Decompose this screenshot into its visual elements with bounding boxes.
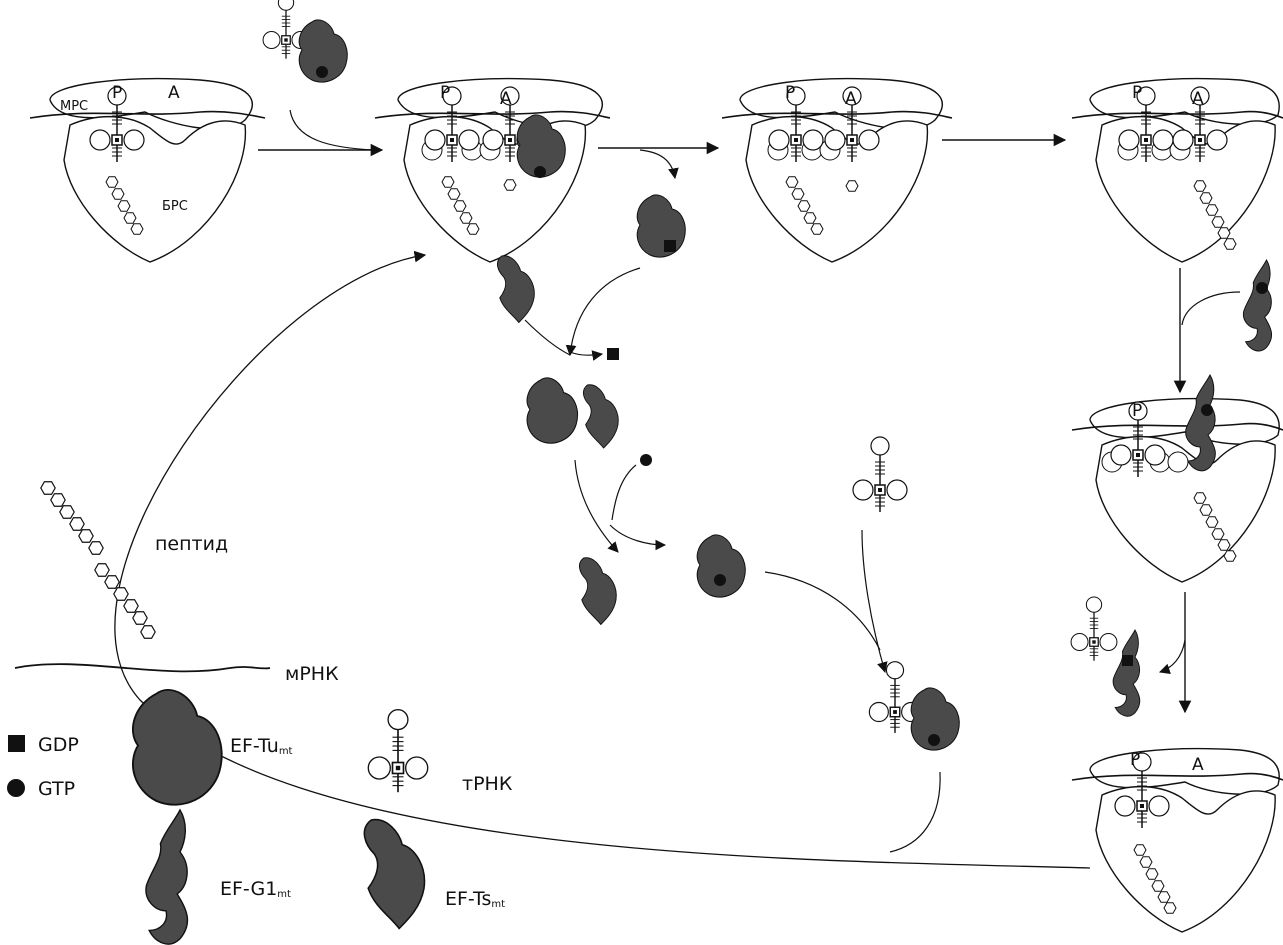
legend-ef-ts-label: EF-Tsmt xyxy=(445,888,505,910)
ribosome-ef-g-bound: P xyxy=(1072,375,1283,582)
gtp-dot xyxy=(316,66,328,78)
label-small-subunit: БРС xyxy=(162,199,188,214)
legend-gtp-dot xyxy=(7,779,25,797)
legend-gdp-label: GDP xyxy=(38,734,79,756)
legend-ef-g1-shape xyxy=(146,810,188,944)
ternary-complex-top xyxy=(263,0,347,82)
label-a-site-6: A xyxy=(1192,755,1204,775)
trna-free xyxy=(853,437,907,512)
label-p-site: P xyxy=(112,83,122,103)
label-p-site-3: P xyxy=(785,83,795,103)
legend-gtp-label: GTP xyxy=(38,778,75,800)
label-p-site-4: P xyxy=(1132,83,1142,103)
ribosome-accommodated: P A xyxy=(722,79,952,262)
gdp-released xyxy=(607,348,619,360)
label-a-site-3: A xyxy=(845,89,857,109)
ef-tu-gdp xyxy=(637,195,685,257)
label-p-site-6: P xyxy=(1130,750,1140,770)
legend-peptide: пептид xyxy=(41,482,228,638)
cycle-return-arrow xyxy=(115,255,1090,868)
label-p-site-2: P xyxy=(440,83,450,103)
label-a-site-2: A xyxy=(500,89,512,109)
ef-ts-free xyxy=(497,256,534,323)
label-a-site-4: A xyxy=(1192,89,1204,109)
ef-tu-ts-complex xyxy=(527,378,618,448)
released-trna-ef-g-gdp xyxy=(1071,597,1140,716)
ef-ts-released xyxy=(579,558,616,625)
legend-trna-shape xyxy=(368,710,427,793)
legend-ef-ts-shape xyxy=(364,820,424,929)
ribosome-translocated: P A xyxy=(1072,749,1283,932)
ef-tu-gtp xyxy=(697,535,745,597)
legend-ef-g1-label: EF-G1mt xyxy=(220,878,291,900)
ribosome-ternary-bound: P A xyxy=(375,79,610,262)
ribosome-peptide-transferred: P A xyxy=(1072,79,1283,262)
ternary-complex-new xyxy=(869,662,959,750)
ribosome-initial: МРС P A БРС xyxy=(30,79,265,262)
legend-ef-tu-shape xyxy=(133,690,222,805)
legend-ef-tu-label: EF-Tumt xyxy=(230,735,293,757)
legend-trna-label: тРНК xyxy=(462,773,513,795)
legend-mrna-line xyxy=(15,664,270,671)
ef-g1-gtp-entering xyxy=(1243,260,1271,351)
label-a-site: A xyxy=(168,83,180,103)
label-large-subunit: МРС xyxy=(60,99,88,114)
legend-mrna-label: мРНК xyxy=(285,663,339,685)
legend-peptide-label: пептид xyxy=(155,533,228,555)
gtp-free xyxy=(640,454,652,466)
legend-gdp-square xyxy=(8,735,25,752)
label-p-site-5: P xyxy=(1132,401,1142,421)
